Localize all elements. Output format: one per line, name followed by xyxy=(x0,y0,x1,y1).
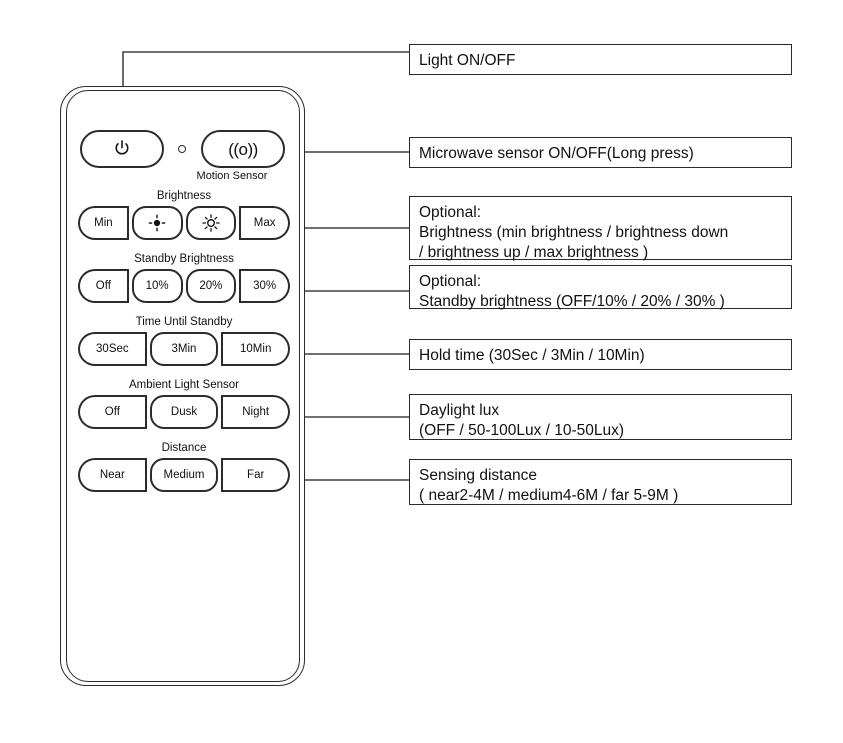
callout-line: Brightness (min brightness / brightness … xyxy=(419,223,729,241)
ambient-dusk-button[interactable]: Dusk xyxy=(149,395,219,429)
standby-20-button[interactable]: 20% xyxy=(185,269,237,303)
callout-line: (OFF / 50-100Lux / 10-50Lux) xyxy=(419,421,625,439)
remote-faceplate: ((o)) Motion Sensor Brightness Min xyxy=(66,90,300,682)
ambient-off-button[interactable]: Off xyxy=(78,395,147,429)
callout-line: Light ON/OFF xyxy=(419,52,516,69)
callout-line: Hold time (30Sec / 3Min / 10Min) xyxy=(419,347,645,364)
motion-sensor-icon: ((o)) xyxy=(228,139,258,159)
brightness-up-icon xyxy=(202,214,220,232)
callout-brightness-optional: Optional: Brightness (min brightness / b… xyxy=(409,196,792,261)
callout-sensing-distance: Sensing distance ( near2-4M / medium4-6M… xyxy=(409,459,792,505)
button-row-time-until-standby: 30Sec 3Min 10Min xyxy=(78,332,291,366)
callout-microwave-sensor: Microwave sensor ON/OFF(Long press) xyxy=(409,137,792,168)
standby-10-button[interactable]: 10% xyxy=(131,269,183,303)
power-button[interactable] xyxy=(80,130,164,168)
distance-near-button[interactable]: Near xyxy=(78,458,147,492)
motion-sensor-label: Motion Sensor xyxy=(196,170,268,182)
top-button-row: ((o)) xyxy=(78,130,290,170)
group-title-distance: Distance xyxy=(161,442,207,454)
callout-line: Microwave sensor ON/OFF(Long press) xyxy=(419,145,694,162)
brightness-min-button[interactable]: Min xyxy=(78,206,129,240)
callout-line: Optional: xyxy=(419,273,482,290)
distance-far-button[interactable]: Far xyxy=(221,458,291,492)
callout-line: / brightness up / max brightness ) xyxy=(419,243,649,261)
group-time-until-standby: Time Until Standby 30Sec 3Min 10Min xyxy=(78,316,291,366)
group-distance: Distance Near Medium Far xyxy=(78,442,291,492)
callout-line: ( near2-4M / medium4-6M / far 5-9M ) xyxy=(419,486,679,504)
motion-sensor-button[interactable]: ((o)) xyxy=(201,130,285,168)
remote-body-inner-shell xyxy=(66,90,300,682)
callout-standby-brightness-optional: Optional: Standby brightness (OFF/10% / … xyxy=(409,265,792,310)
group-standby-brightness: Standby Brightness Off 10% 20% 30% xyxy=(78,253,290,303)
callout-line: Optional: xyxy=(419,204,482,221)
group-title-time-until-standby: Time Until Standby xyxy=(135,316,233,328)
callout-light-on-off: Light ON/OFF xyxy=(409,44,792,75)
button-row-ambient-light-sensor: Off Dusk Night xyxy=(78,395,291,429)
group-ambient-light-sensor: Ambient Light Sensor Off Dusk Night xyxy=(78,379,291,429)
ambient-night-button[interactable]: Night xyxy=(221,395,291,429)
time-30sec-button[interactable]: 30Sec xyxy=(78,332,147,366)
callout-daylight-lux: Daylight lux (OFF / 50-100Lux / 10-50Lux… xyxy=(409,394,792,440)
brightness-max-button[interactable]: Max xyxy=(239,206,290,240)
callout-line: Standby brightness (OFF/10% / 20% / 30% … xyxy=(419,292,725,310)
button-row-brightness: Min xyxy=(78,206,290,240)
callout-line: Sensing distance xyxy=(419,467,538,484)
time-3min-button[interactable]: 3Min xyxy=(149,332,219,366)
status-led-indicator xyxy=(178,145,186,153)
group-title-standby-brightness: Standby Brightness xyxy=(134,253,234,265)
distance-medium-button[interactable]: Medium xyxy=(149,458,219,492)
time-10min-button[interactable]: 10Min xyxy=(221,332,291,366)
brightness-down-icon xyxy=(148,214,166,232)
group-brightness: Brightness Min xyxy=(78,190,290,240)
button-row-standby-brightness: Off 10% 20% 30% xyxy=(78,269,290,303)
standby-off-button[interactable]: Off xyxy=(78,269,129,303)
brightness-up-button[interactable] xyxy=(185,206,237,240)
group-title-ambient-light-sensor: Ambient Light Sensor xyxy=(129,379,239,391)
button-row-distance: Near Medium Far xyxy=(78,458,291,492)
power-icon xyxy=(115,140,129,155)
standby-30-button[interactable]: 30% xyxy=(239,269,290,303)
callout-line: Daylight lux xyxy=(419,402,500,419)
group-title-brightness: Brightness xyxy=(156,190,212,202)
brightness-down-button[interactable] xyxy=(131,206,183,240)
callout-hold-time: Hold time (30Sec / 3Min / 10Min) xyxy=(409,339,792,370)
